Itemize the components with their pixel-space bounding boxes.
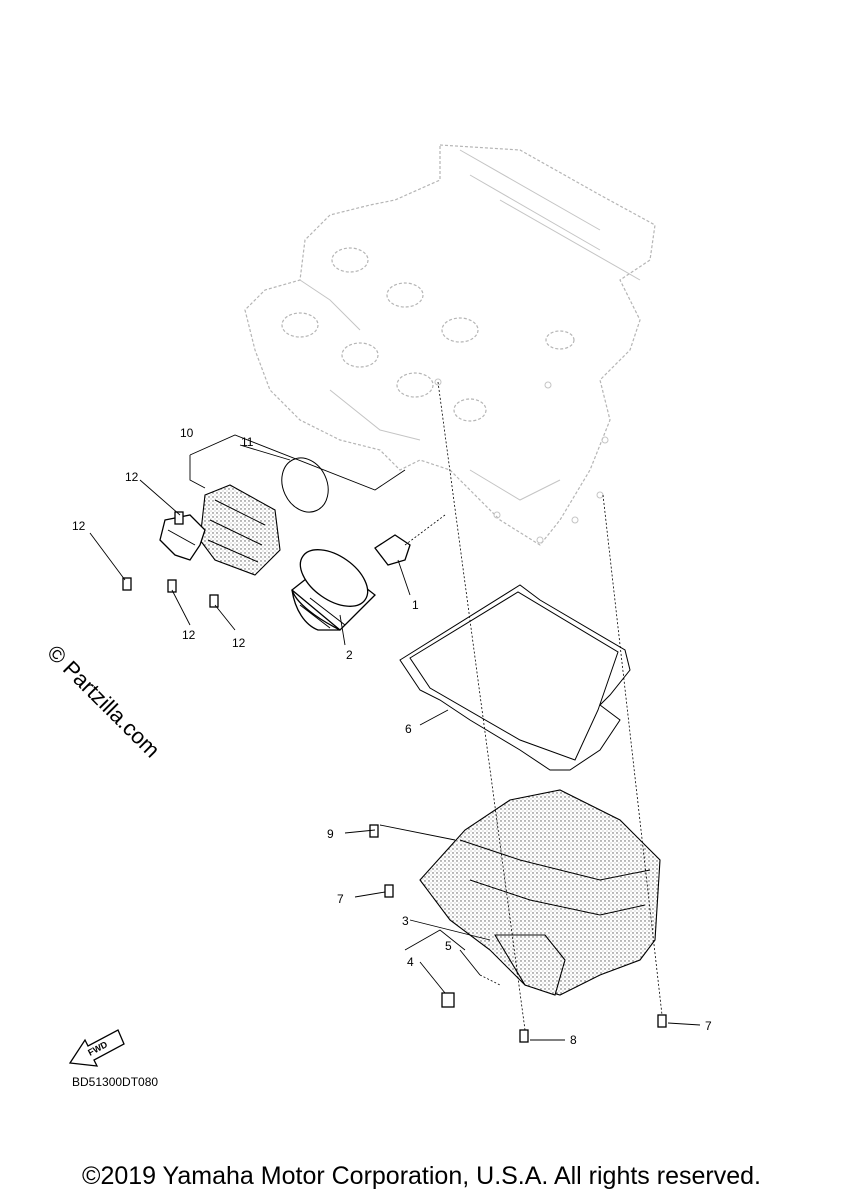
assembly-lines <box>404 381 663 1031</box>
callout-4: 4 <box>407 955 414 969</box>
bolt-7a <box>384 884 394 898</box>
callout-7-right: 7 <box>705 1019 712 1033</box>
engine-block-ghost <box>244 144 656 546</box>
callout-10: 10 <box>180 426 194 440</box>
callout-12-mid: 12 <box>182 628 196 642</box>
bolt-12a <box>122 577 132 591</box>
diagram-code: BD51300DT080 <box>72 1075 159 1089</box>
callout-5: 5 <box>445 939 452 953</box>
fwd-arrow-icon: FWD <box>68 1029 125 1067</box>
callout-8: 8 <box>570 1033 577 1047</box>
callout-2: 2 <box>346 648 353 662</box>
bolt-7b <box>657 1014 667 1028</box>
callout-12-right: 12 <box>232 636 246 650</box>
bolt-12b <box>167 579 177 593</box>
callout-12-top: 12 <box>125 470 139 484</box>
copyright-notice: ©2019 Yamaha Motor Corporation, U.S.A. A… <box>82 1162 761 1190</box>
bolt-12c <box>209 594 219 608</box>
oil-pan <box>419 789 661 996</box>
oil-filter <box>290 549 376 631</box>
bolts <box>122 511 667 1043</box>
callout-1: 1 <box>412 598 419 612</box>
oil-cooler <box>159 484 281 576</box>
union-bolt <box>374 534 411 566</box>
callout-7-left: 7 <box>337 892 344 906</box>
callout-12-left: 12 <box>72 519 86 533</box>
oil-pan-gasket-inner <box>409 591 619 761</box>
callout-3: 3 <box>402 914 409 928</box>
bolt-8 <box>519 1029 529 1043</box>
oil-pan-gasket <box>399 584 631 771</box>
leader-lines <box>89 434 701 1041</box>
o-ring <box>281 457 329 513</box>
bolt-4 <box>441 992 455 1008</box>
callout-11: 11 <box>241 435 254 449</box>
callout-9: 9 <box>327 827 334 841</box>
bolt-9 <box>369 824 379 838</box>
bolt-12d <box>174 511 184 525</box>
callout-6: 6 <box>405 722 412 736</box>
